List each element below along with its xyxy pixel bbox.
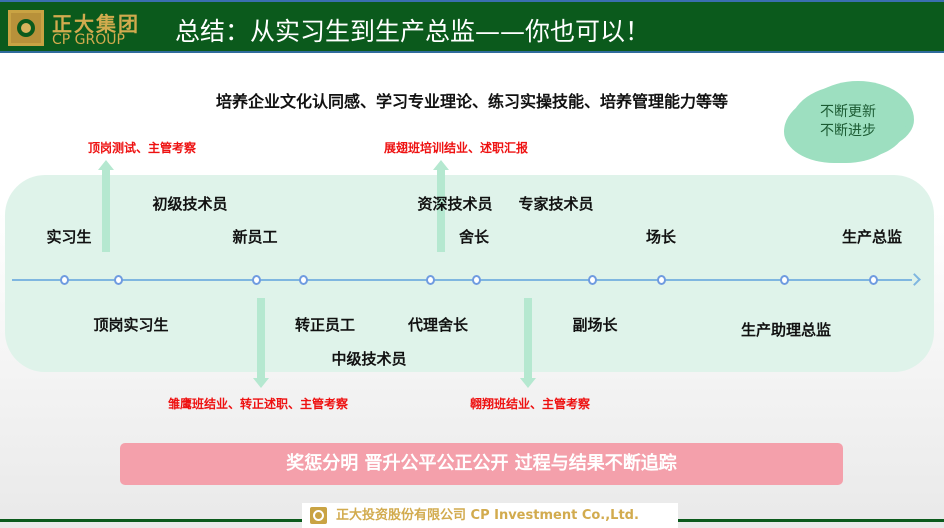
role-label: 场长 <box>645 228 677 246</box>
cloud-callout: 不断更新 不断进步 <box>790 85 906 159</box>
career-path-panel <box>5 175 934 372</box>
milestone-label: 展翅班培训结业、述职汇报 <box>383 141 529 155</box>
timeline-node <box>472 275 481 285</box>
role-label: 生产助理总监 <box>740 321 832 339</box>
arrow-down-shaft <box>524 298 532 378</box>
role-label: 中级技术员 <box>331 350 407 368</box>
logo-text-en: CP GROUP <box>52 32 125 48</box>
footer-company: 正大投资股份有限公司 CP Investment Co.,Ltd. <box>336 508 639 523</box>
timeline-node <box>657 275 666 285</box>
arrow-up-icon <box>98 160 114 170</box>
role-label: 新员工 <box>232 228 278 246</box>
arrow-up-shaft <box>437 170 445 252</box>
role-label: 转正员工 <box>294 316 356 334</box>
subtitle: 培养企业文化认同感、学习专业理论、练习实操技能、培养管理能力等等 <box>215 92 728 111</box>
arrow-up-shaft <box>102 170 110 252</box>
role-label: 代理舍长 <box>407 316 469 334</box>
timeline-node <box>252 275 261 285</box>
slide-title: 总结：从实习生到生产总监——你也可以！ <box>175 17 651 46</box>
cloud-line-1: 不断更新 <box>820 104 876 120</box>
cp-logo-icon <box>8 10 44 46</box>
principles-banner: 奖惩分明 晋升公平公正公开 过程与结果不断追踪 <box>120 443 843 485</box>
timeline-node <box>869 275 878 285</box>
timeline-node <box>426 275 435 285</box>
logo-text-cn: 正大集团 <box>52 12 140 36</box>
role-label: 副场长 <box>572 316 618 334</box>
role-label: 实习生 <box>46 228 92 246</box>
role-label: 资深技术员 <box>417 195 493 213</box>
role-label: 初级技术员 <box>152 195 228 213</box>
milestone-label: 雏鹰班结业、转正述职、主管考察 <box>167 397 349 411</box>
timeline-node <box>299 275 308 285</box>
arrow-down-shaft <box>257 298 265 378</box>
header-bar: 正大集团 CP GROUP 总结：从实习生到生产总监——你也可以！ <box>0 0 944 53</box>
role-label: 专家技术员 <box>518 195 594 213</box>
role-label: 顶岗实习生 <box>93 316 169 334</box>
footer: 正大投资股份有限公司 CP Investment Co.,Ltd. <box>302 503 678 528</box>
role-label: 舍长 <box>458 228 490 246</box>
cloud-line-2: 不断进步 <box>820 123 876 139</box>
arrow-down-icon <box>520 378 536 388</box>
milestone-label: 翱翔班结业、主管考察 <box>469 397 591 411</box>
timeline-node <box>780 275 789 285</box>
timeline-node <box>60 275 69 285</box>
timeline-node <box>588 275 597 285</box>
arrow-up-icon <box>433 160 449 170</box>
role-label: 生产总监 <box>841 228 903 246</box>
timeline-node <box>114 275 123 285</box>
milestone-label: 顶岗测试、主管考察 <box>87 141 197 155</box>
cp-logo-icon <box>310 507 327 524</box>
timeline-axis <box>12 279 912 281</box>
arrow-down-icon <box>253 378 269 388</box>
